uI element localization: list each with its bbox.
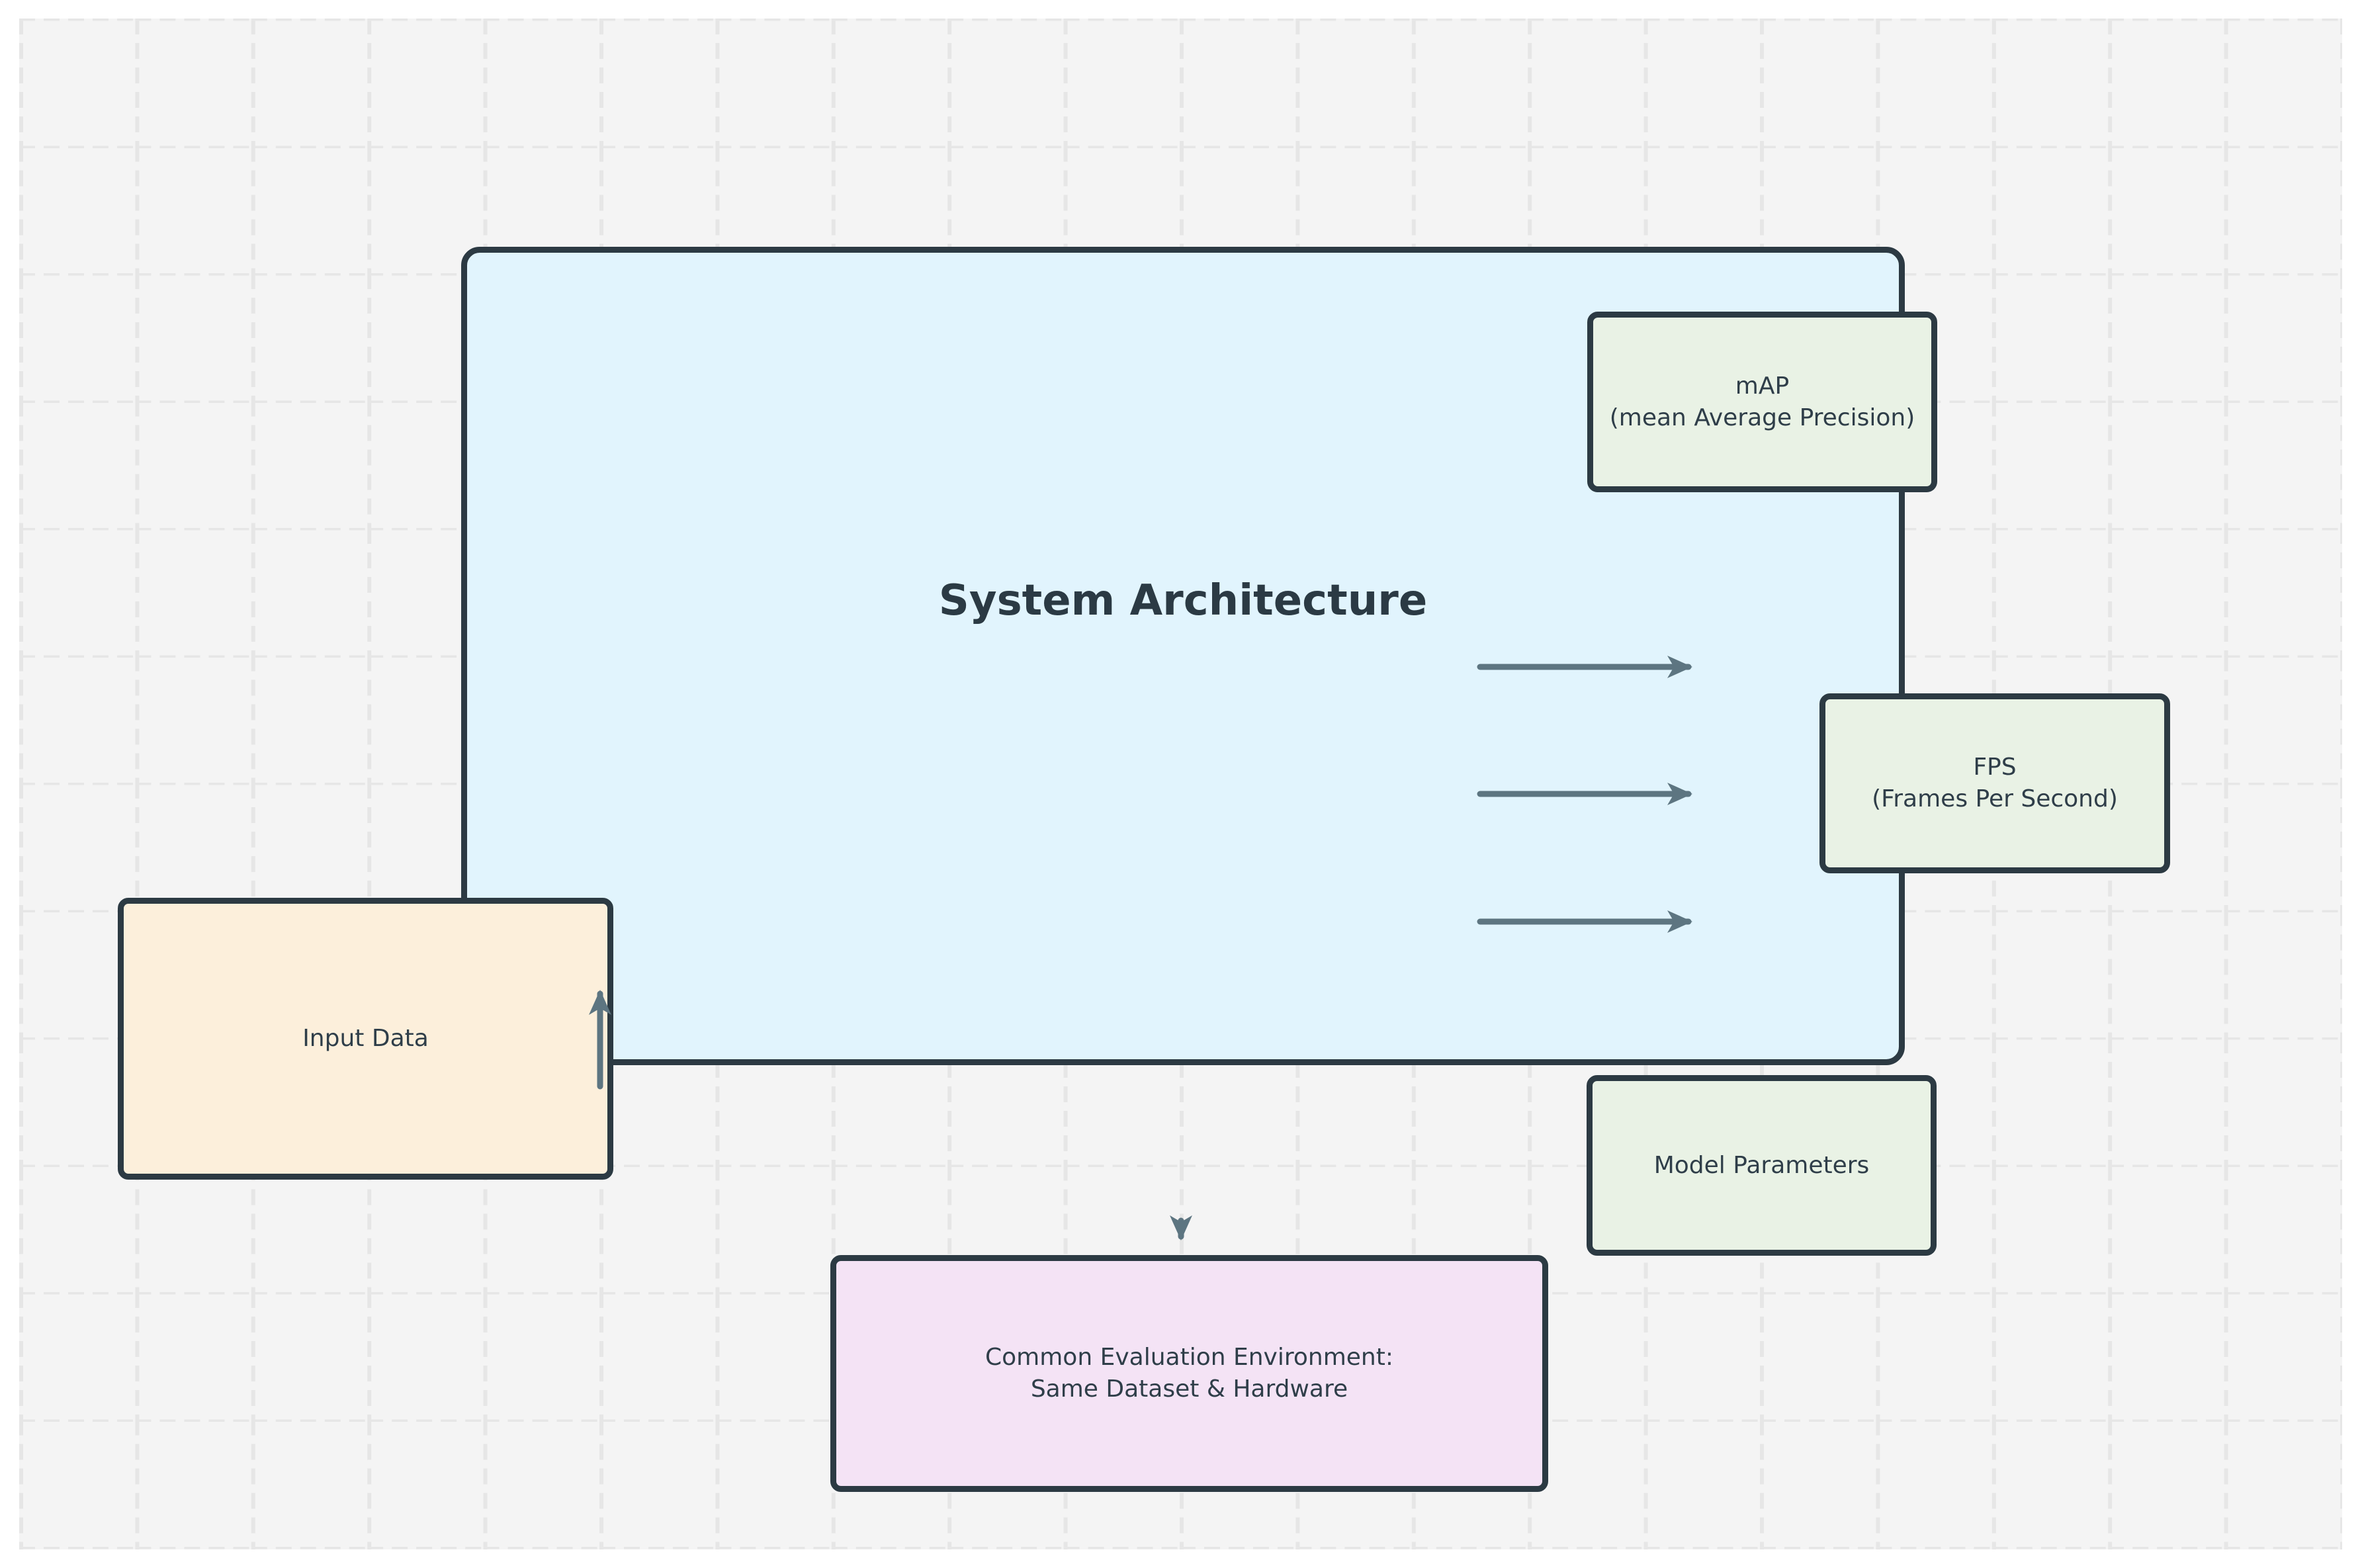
node-common-eval: Common Evaluation Environment: Same Data…	[830, 1255, 1548, 1492]
node-fps: FPS (Frames Per Second)	[1819, 693, 2170, 873]
node-map-label: mAP (mean Average Precision)	[1609, 372, 1915, 431]
node-map: mAP (mean Average Precision)	[1587, 312, 1937, 492]
node-model-parameters-label: Model Parameters	[1653, 1151, 1870, 1179]
node-input-data-label: Input Data	[302, 1025, 429, 1052]
node-model-parameters: Model Parameters	[1587, 1075, 1937, 1256]
panel-title: System Architecture	[938, 576, 1428, 625]
node-fps-label: FPS (Frames Per Second)	[1872, 754, 2118, 812]
node-input-data: Input Data	[118, 898, 613, 1180]
node-common-eval-label: Common Evaluation Environment: Same Data…	[985, 1344, 1393, 1403]
